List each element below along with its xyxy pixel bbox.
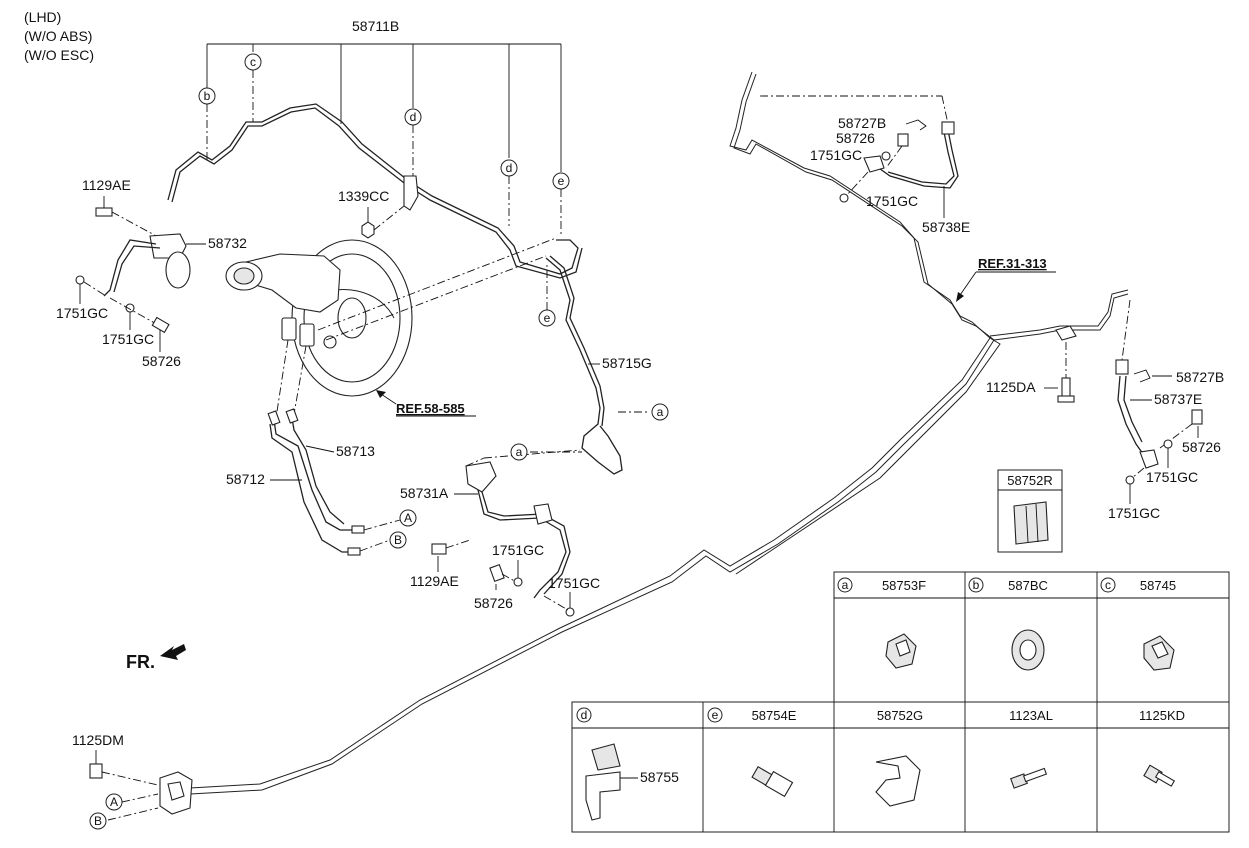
legend-part-58752g: 58752G — [877, 708, 923, 723]
hose-58737e-assembly: 58727B 58737E 58726 1751GC 1751GC — [1108, 299, 1224, 521]
svg-text:B: B — [94, 814, 102, 828]
callout-e-top: e — [552, 172, 570, 190]
svg-text:a: a — [657, 405, 664, 419]
label-1751gc-m1: 1751GC — [492, 542, 544, 558]
brake-pipes-58712-58713: 58713 58712 — [226, 408, 401, 556]
callout-a-2: a — [510, 443, 528, 461]
svg-text:c: c — [250, 55, 256, 69]
legend-cell-58752g: 58752G — [875, 708, 923, 807]
bracket-58711b: 58711B — [206, 18, 562, 172]
ref-58-585-text: REF.58-585 — [396, 401, 465, 416]
callout-A-mid: A — [399, 509, 417, 527]
label-1125dm: 1125DM — [72, 732, 124, 748]
legend-cell-1123al: 1123AL — [1009, 708, 1053, 789]
label-58727b-r: 58727B — [1176, 369, 1224, 385]
label-1751gc-r1: 1751GC — [1146, 469, 1198, 485]
legend-part-58755: 58755 — [640, 769, 679, 785]
label-fr: FR. — [126, 652, 155, 672]
hose-58732-assembly: 1129AE 58732 1751GC 1751GC 58726 — [56, 177, 247, 369]
note-lhd: (LHD) — [24, 9, 61, 25]
legend-cell-b: b 587BC — [968, 577, 1048, 671]
legend-cell-c: c 58745 — [1100, 577, 1176, 671]
label-58711b: 58711B — [352, 18, 399, 34]
legend-cell-1125kd: 1125KD — [1139, 708, 1185, 787]
label-1129ae-mid: 1129AE — [410, 573, 459, 589]
brake-pipe-58715g — [545, 255, 623, 475]
label-1751gc-l2: 1751GC — [102, 331, 154, 347]
brake-pipe-rear-run — [189, 71, 1129, 795]
label-1125da: 1125DA — [986, 379, 1036, 395]
svg-text:d: d — [506, 161, 513, 175]
bolt-1125da: 1125DA — [986, 325, 1077, 403]
ref-58-585: REF.58-585 — [376, 390, 476, 417]
label-58713: 58713 — [336, 443, 375, 459]
legend-cell-d: d 58755 — [576, 707, 679, 821]
svg-text:A: A — [404, 511, 412, 525]
label-58727b-top: 58727B — [838, 115, 886, 131]
svg-text:b: b — [204, 89, 211, 103]
legend-row-1: a 58753F b 587BC c 58745 — [833, 571, 1230, 703]
callout-e-mid: e — [538, 309, 556, 327]
svg-text:d: d — [581, 708, 588, 722]
callout-d-top2: d — [500, 159, 518, 177]
callout-B-mid: B — [389, 531, 407, 549]
svg-text:A: A — [110, 795, 118, 809]
svg-text:a: a — [516, 445, 523, 459]
legend-part-58745: 58745 — [1140, 578, 1176, 593]
legend-part-58753f: 58753F — [882, 578, 926, 593]
label-58715g: 58715G — [602, 355, 652, 371]
legend-part-1123al: 1123AL — [1009, 708, 1053, 723]
hose-58738e-assembly: 58727B 58726 1751GC 1751GC 58738E — [760, 95, 970, 235]
label-58726-l: 58726 — [142, 353, 181, 369]
note-wo-abs: (W/O ABS) — [24, 28, 92, 44]
label-58737e: 58737E — [1154, 391, 1202, 407]
rear-bracket-1125dm: 1125DM — [72, 732, 193, 821]
label-58726-mid: 58726 — [474, 595, 513, 611]
svg-text:e: e — [544, 311, 551, 325]
ref-31-313-text: REF.31-313 — [978, 256, 1047, 271]
label-58731a: 58731A — [400, 485, 449, 501]
callout-c-top: c — [244, 53, 262, 71]
svg-text:c: c — [1105, 578, 1111, 592]
label-1751gc-m2: 1751GC — [548, 575, 600, 591]
legend-part-587bc: 587BC — [1008, 578, 1048, 593]
label-1751gc-r2: 1751GC — [1108, 505, 1160, 521]
callout-A-bottom: A — [105, 793, 123, 811]
legend-cell-e: e 58754E — [707, 707, 797, 798]
brake-pipe-58711b — [167, 103, 583, 279]
label-1751gc-l1: 1751GC — [56, 305, 108, 321]
part-box-58752r: 58752R — [997, 469, 1063, 553]
ref-31-313: REF.31-313 — [956, 256, 1056, 302]
svg-text:b: b — [973, 578, 980, 592]
label-58726-r: 58726 — [1182, 439, 1221, 455]
label-1129ae-top: 1129AE — [82, 177, 131, 193]
master-cylinder — [225, 253, 341, 349]
callout-B-bottom: B — [89, 812, 107, 830]
hose-58731a-assembly: 58731A 1129AE 58726 1751GC 1751GC — [400, 411, 650, 617]
label-1751gc-t1: 1751GC — [810, 147, 862, 163]
legend-part-58754e: 58754E — [752, 708, 797, 723]
label-1339cc: 1339CC — [338, 188, 389, 204]
svg-text:e: e — [712, 708, 719, 722]
label-58726-top: 58726 — [836, 130, 875, 146]
svg-text:B: B — [394, 533, 402, 547]
svg-text:e: e — [558, 174, 565, 188]
label-58732: 58732 — [208, 235, 247, 251]
legend-part-1125kd: 1125KD — [1139, 708, 1185, 723]
label-58752r: 58752R — [1007, 473, 1053, 488]
legend-cell-a: a 58753F — [837, 577, 926, 669]
svg-text:d: d — [410, 110, 417, 124]
note-wo-esc: (W/O ESC) — [24, 47, 94, 63]
callout-a-1: a — [651, 403, 669, 421]
label-1751gc-t2: 1751GC — [866, 193, 918, 209]
callout-d-top1: d — [404, 108, 422, 126]
label-58738e: 58738E — [922, 219, 970, 235]
callout-b-top: b — [198, 87, 216, 105]
label-58712: 58712 — [226, 471, 265, 487]
legend-row-2: d 58755 e 58754E 58752G 1123AL 1125KD — [571, 701, 1230, 833]
front-arrow: FR. — [126, 644, 186, 672]
svg-text:a: a — [842, 578, 849, 592]
bolt-1339cc: 1339CC — [338, 175, 419, 239]
